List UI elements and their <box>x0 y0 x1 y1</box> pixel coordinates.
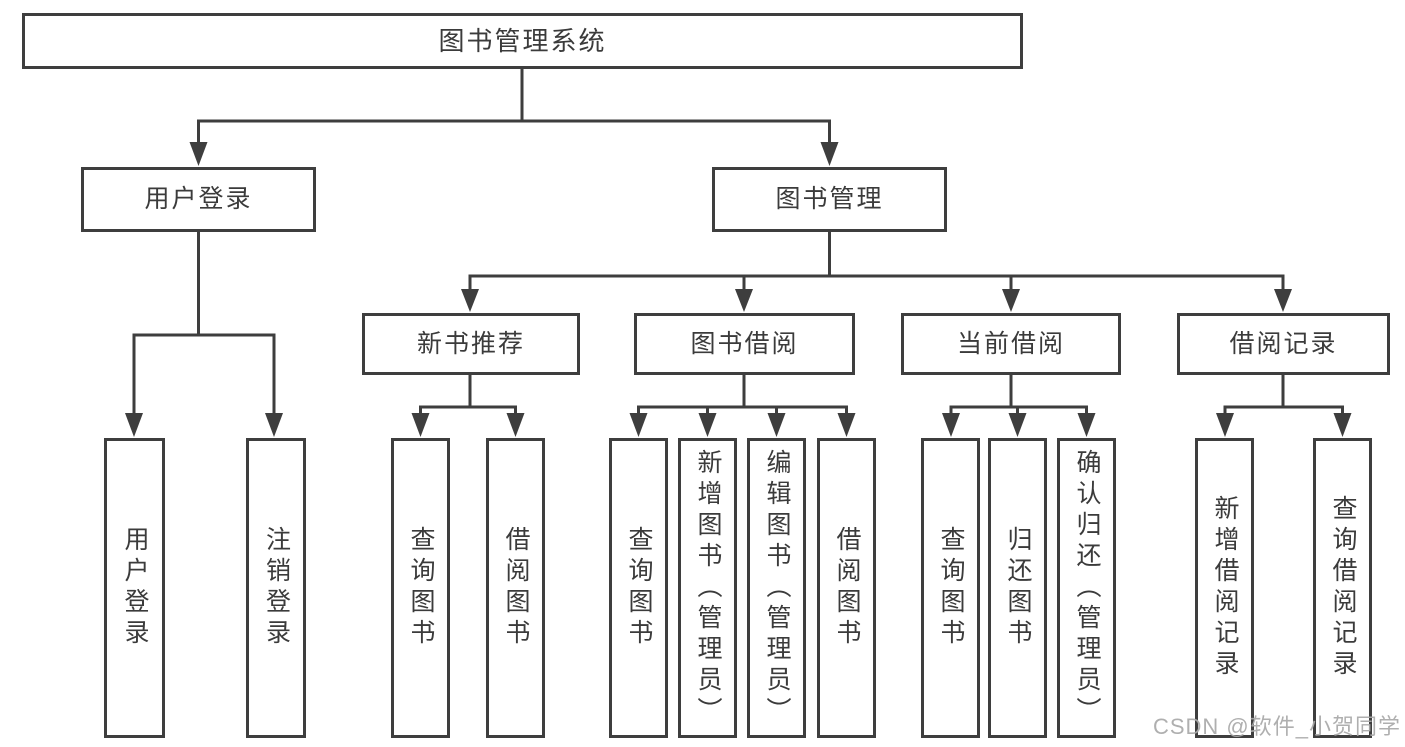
node-book-management-module: 图书管理 <box>712 167 947 232</box>
node-label: 图书管理系统 <box>438 26 607 56</box>
node-label: 用户登录 <box>121 526 149 650</box>
leaf-query-books-borrow: 查询图书 <box>609 438 668 738</box>
node-label: 查询借阅记录 <box>1329 495 1357 681</box>
node-label: 新增借阅记录 <box>1211 495 1239 681</box>
connector-lines <box>132 69 1344 415</box>
node-label: 确认归还（管理员） <box>1073 448 1101 728</box>
leaf-confirm-return-admin: 确认归还（管理员） <box>1057 438 1116 738</box>
node-current-borrow: 当前借阅 <box>901 313 1121 375</box>
node-label: 借阅图书 <box>502 526 530 650</box>
leaf-add-book-admin: 新增图书（管理员） <box>678 438 737 738</box>
node-label: 编辑图书（管理员） <box>763 448 791 728</box>
node-user-login-module: 用户登录 <box>81 167 316 232</box>
node-label: 查询图书 <box>625 526 653 650</box>
node-label: 借阅记录 <box>1229 329 1338 358</box>
node-borrow-records: 借阅记录 <box>1177 313 1390 375</box>
node-label: 归还图书 <box>1004 526 1032 650</box>
node-label: 查询图书 <box>407 526 435 650</box>
leaf-borrow-books: 借阅图书 <box>817 438 876 738</box>
leaf-return-book: 归还图书 <box>988 438 1047 738</box>
leaf-borrow-books-recommend: 借阅图书 <box>486 438 545 738</box>
watermark: CSDN @软件_小贺同学 <box>1152 714 1401 739</box>
node-label: 用户登录 <box>144 185 253 213</box>
node-label: 注销登录 <box>262 526 291 650</box>
connector-arrowheads <box>125 142 1352 437</box>
node-new-book-recommend: 新书推荐 <box>362 313 580 375</box>
leaf-query-books-recommend: 查询图书 <box>391 438 450 738</box>
node-book-management-system: 图书管理系统 <box>22 13 1023 69</box>
node-label: 当前借阅 <box>956 329 1065 358</box>
leaf-logout: 注销登录 <box>246 438 306 738</box>
leaf-add-borrow-record: 新增借阅记录 <box>1195 438 1254 738</box>
node-label: 新增图书（管理员） <box>694 448 722 728</box>
node-label: 新书推荐 <box>416 329 525 358</box>
node-label: 图书管理 <box>775 185 884 213</box>
leaf-edit-book-admin: 编辑图书（管理员） <box>747 438 806 738</box>
node-label: 图书借阅 <box>690 329 799 358</box>
leaf-query-books-current: 查询图书 <box>921 438 980 738</box>
node-book-borrow: 图书借阅 <box>634 313 855 375</box>
node-label: 查询图书 <box>937 526 965 650</box>
leaf-user-login: 用户登录 <box>104 438 165 738</box>
node-label: 借阅图书 <box>833 526 861 650</box>
leaf-query-borrow-record: 查询借阅记录 <box>1313 438 1372 738</box>
